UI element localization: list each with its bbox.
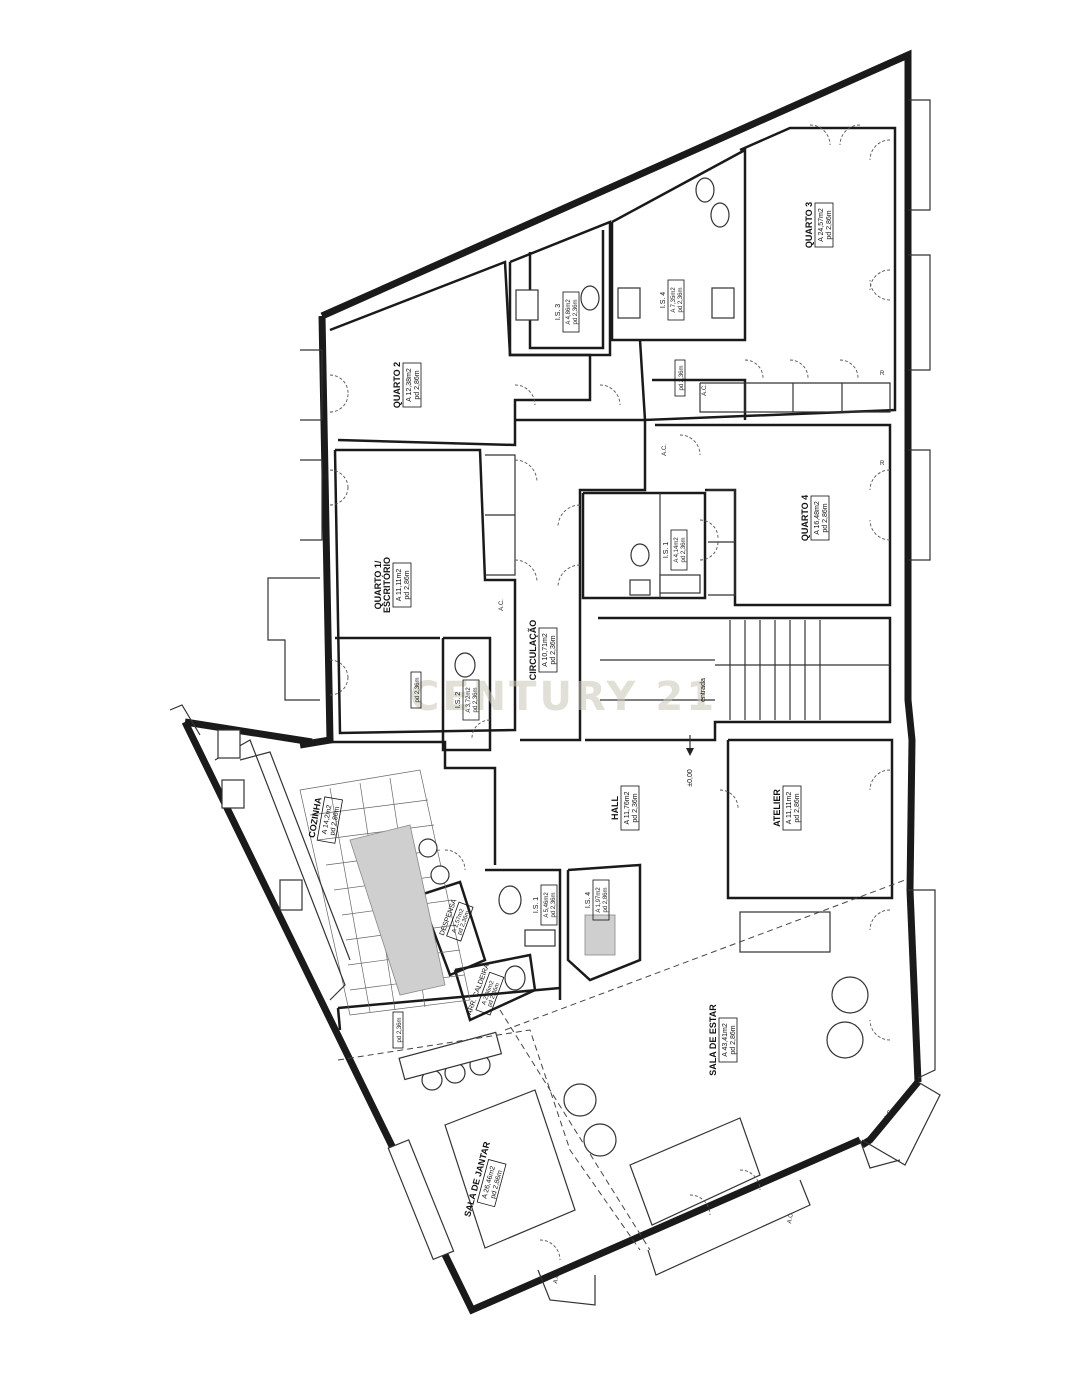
interior-walls (328, 126, 897, 1031)
dashed-boundaries (337, 879, 906, 1251)
door-swings (329, 124, 891, 1261)
ceiling-label-q1: pd 2,36m (410, 671, 422, 709)
ceiling-label-cozinha: pd 2,36m (392, 1011, 404, 1049)
label-quarto-2: QUARTO 2 A 12,38m2 pd 2,86m (392, 362, 422, 408)
room-area: A 12,38m2 (406, 368, 413, 402)
ceiling-label-corridor: pd 2,36m (674, 359, 686, 397)
room-name: I.S. 4 (585, 892, 592, 908)
room-name: CIRCULAÇÃO (528, 620, 538, 681)
room-name: I.S. 3 (555, 304, 562, 320)
label-quarto-3: QUARTO 3 A 24,57m2 pd 2,86m (804, 202, 834, 248)
svg-text:R: R (880, 461, 885, 467)
svg-text:A.C.: A.C. (787, 1211, 795, 1224)
entrance-label: entrada (700, 678, 707, 702)
room-area: A 43,41m2 (722, 1023, 729, 1057)
room-height: pd 2,36m (550, 635, 557, 664)
room-area: A 5,46m2 (544, 892, 550, 918)
room-name: I.S. 4 (660, 292, 667, 308)
label-quarto-1: QUARTO 1/ ESCRITÓRIO A 11,11m2 pd 2,86m (373, 557, 412, 613)
room-height: pd 2,86m (603, 887, 609, 912)
room-area: A 11,11m2 (396, 569, 403, 602)
room-name: HALL (610, 796, 620, 820)
room-name: SALA DE ESTAR (708, 1004, 718, 1076)
svg-text:A.C.: A.C. (662, 444, 668, 456)
svg-text:R: R (880, 371, 885, 377)
room-area: A 4,86m2 (566, 299, 572, 325)
room-area: A 24,57m2 (818, 208, 825, 242)
svg-text:A.C.: A.C. (499, 599, 505, 611)
room-name: QUARTO 2 (392, 362, 402, 408)
room-area: A 3,72m2 (466, 687, 472, 713)
room-name: QUARTO 1/ (373, 560, 383, 609)
svg-text:pd 2,36m: pd 2,36m (679, 365, 685, 390)
label-is-4: I.S. 4 A 7,35m2 pd 2,36m (660, 279, 685, 321)
svg-text:pd 2,36m: pd 2,36m (415, 677, 421, 702)
label-is-4-lower: I.S. 4 A 1,97m2 pd 2,86m (585, 879, 610, 921)
room-height: pd 2,86m (730, 1025, 737, 1054)
label-is-1-lower: I.S. 1 A 5,46m2 pd 2,36m (533, 884, 558, 926)
room-name: I.S. 1 (663, 542, 670, 558)
dining-table (387, 1089, 576, 1261)
room-area: A 16,48m2 (814, 501, 821, 535)
sanitary-fixtures (454, 177, 735, 991)
ac-marks: A.C. A.C. A.C. A.C. A.C. A.C. R R R (482, 371, 895, 1310)
svg-text:A.C.: A.C. (553, 1271, 561, 1284)
room-area: A 11,11m2 (786, 792, 793, 825)
entrance-marker: entrada ±0,00 (686, 678, 707, 787)
svg-text:pd 2,36m: pd 2,36m (397, 1017, 403, 1042)
room-height: pd 2,36m (573, 299, 579, 324)
room-name-secondary: ESCRITÓRIO (381, 557, 392, 613)
staircase (600, 620, 890, 720)
room-height: pd 2,86m (329, 806, 341, 836)
room-area: A 7,35m2 (671, 287, 677, 313)
label-circulacao: CIRCULAÇÃO A 10,71m2 pd 2,36m (528, 620, 558, 681)
watermark: CENTURY 21 (410, 674, 717, 720)
label-is-2: I.S. 2 A 3,72m2 pd 2,36m (455, 679, 480, 721)
kitchen-counters (214, 729, 351, 1001)
room-height: pd 2,86m (794, 793, 801, 822)
room-name: I.S. 2 (455, 692, 462, 708)
room-name: ATELIER (772, 789, 782, 827)
label-is-1-upper: I.S. 1 A 4,14m2 pd 2,36m (663, 529, 688, 571)
label-sala-estar: SALA DE ESTAR A 43,41m2 pd 2,86m (708, 1004, 738, 1076)
room-height: pd 2,86m (414, 370, 421, 399)
label-hall: HALL A 11,76m2 pd 2,36m (610, 785, 640, 831)
room-name: I.S. 1 (533, 897, 540, 913)
label-is-3: I.S. 3 A 4,86m2 pd 2,36m (555, 291, 580, 333)
balconies (169, 99, 941, 1306)
room-area: A 10,71m2 (542, 633, 549, 667)
room-height: pd 2,36m (681, 537, 687, 562)
room-height: pd 2,86m (822, 503, 829, 532)
exterior-walls (181, 49, 922, 1315)
label-quarto-4: QUARTO 4 A 16,48m2 pd 2,86m (800, 495, 830, 541)
room-area: A 1,97m2 (596, 887, 602, 913)
room-name: QUARTO 3 (804, 202, 814, 248)
room-height: pd 2,86m (826, 210, 833, 239)
svg-text:A.C.: A.C. (884, 1108, 895, 1121)
kitchen-tiles (299, 769, 471, 1016)
room-height: pd 2,36m (678, 287, 684, 312)
label-atelier: ATELIER A 11,11m2 pd 2,86m (772, 785, 802, 831)
room-height: pd 2,36m (473, 687, 479, 712)
room-height: pd 2,36m (551, 892, 557, 917)
entrance-arrow-icon (686, 748, 694, 756)
room-name: QUARTO 4 (800, 495, 810, 541)
svg-text:R: R (482, 1304, 487, 1310)
room-height: pd 2,36m (632, 793, 639, 822)
label-cozinha: COZINHA A 14,2m2 pd 2,86m (307, 796, 343, 844)
entrance-level: ±0,00 (687, 769, 694, 787)
svg-text:A.C.: A.C. (702, 384, 708, 396)
living-furniture (398, 911, 869, 1226)
room-area: A 4,14m2 (674, 537, 680, 563)
room-area: A 11,76m2 (624, 791, 631, 824)
room-height: pd 2,86m (404, 570, 411, 599)
